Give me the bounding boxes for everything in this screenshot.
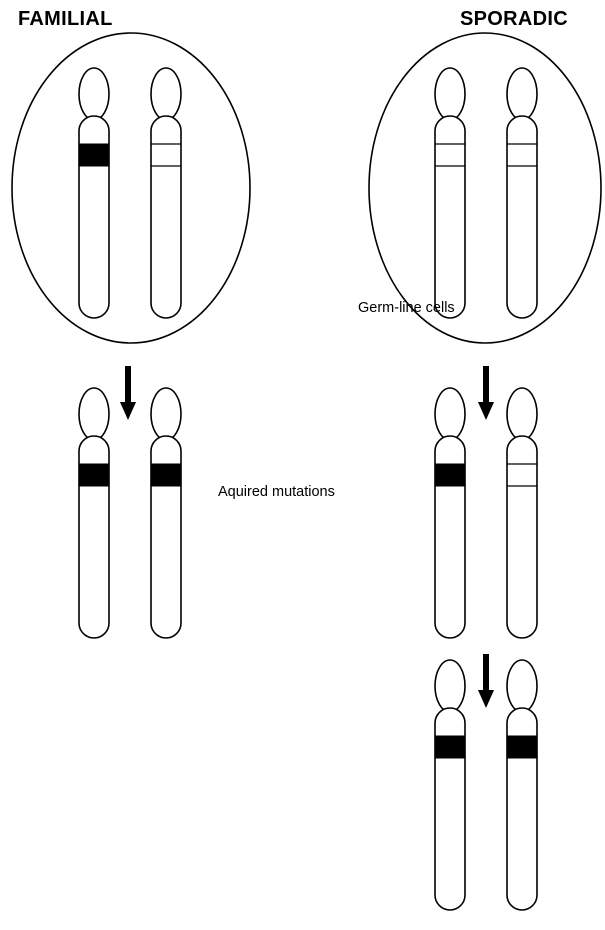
arrow-shaft (483, 366, 489, 404)
chromosome-short-arm (151, 68, 181, 120)
arrow-head (120, 402, 136, 420)
chromosome-short-arm (507, 660, 537, 712)
mutation-band (435, 464, 465, 486)
down-arrow (120, 366, 136, 420)
chromosome-short-arm (151, 388, 181, 440)
chromosome-mutated (151, 388, 181, 638)
stage-sporadic-acquired-1 (435, 388, 537, 638)
chromosome-long-arm (435, 116, 465, 318)
down-arrow (478, 366, 494, 420)
chromosome-short-arm (435, 68, 465, 120)
chromosome-short-arm (507, 388, 537, 440)
cell-outline (12, 33, 250, 343)
stage-sporadic-germ-line (369, 33, 601, 343)
chromosome-normal (507, 68, 537, 318)
chromosome-mutated (435, 660, 465, 910)
chromosome-mutated (79, 388, 109, 638)
mutation-band (507, 736, 537, 758)
chromosome-long-arm (507, 116, 537, 318)
chromosome-short-arm (435, 660, 465, 712)
chromosome-normal (435, 68, 465, 318)
cell-outline (369, 33, 601, 343)
chromosome-normal (507, 388, 537, 638)
chromosome-mutated (507, 660, 537, 910)
chromosome-short-arm (435, 388, 465, 440)
arrow-head (478, 690, 494, 708)
chromosome-normal (151, 68, 181, 318)
arrow-head (478, 402, 494, 420)
chromosome-mutated (435, 388, 465, 638)
sporadic-title: SPORADIC (460, 8, 568, 31)
chromosome-short-arm (79, 68, 109, 120)
arrow-shaft (483, 654, 489, 692)
chromosome-long-arm (507, 436, 537, 638)
germ-line-label: Germ-line cells (358, 300, 455, 316)
stage-familial-germ-line (12, 33, 250, 343)
chromosome-short-arm (507, 68, 537, 120)
chromosome-short-arm (79, 388, 109, 440)
chromosome-mutated (79, 68, 109, 318)
arrow-shaft (125, 366, 131, 404)
mutation-band (79, 464, 109, 486)
acquired-mutations-label: Aquired mutations (218, 484, 335, 500)
mutation-band (435, 736, 465, 758)
mutation-band (151, 464, 181, 486)
stage-familial-acquired (79, 388, 181, 638)
down-arrow (478, 654, 494, 708)
mutation-band (79, 144, 109, 166)
familial-title: FAMILIAL (18, 8, 113, 31)
chromosome-long-arm (151, 116, 181, 318)
